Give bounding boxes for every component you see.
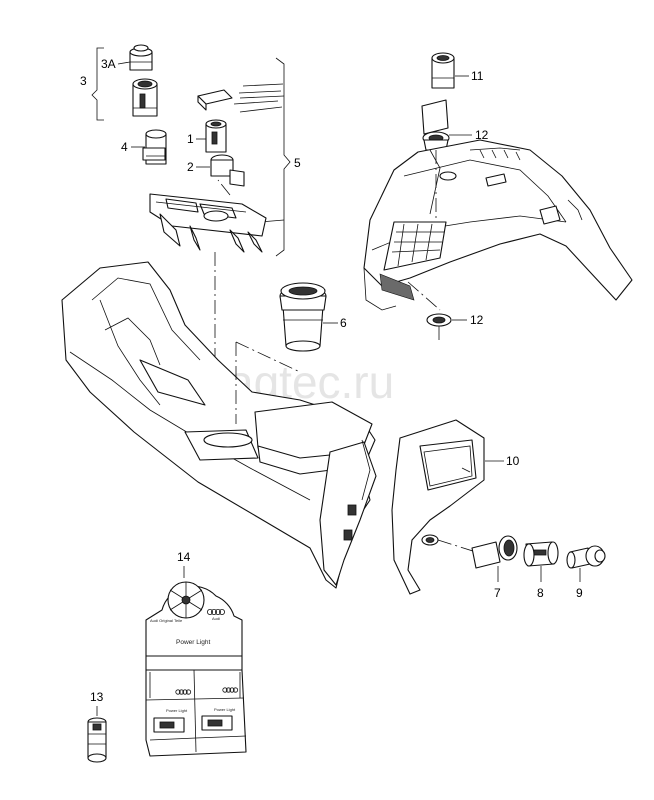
display-box-14-part: Audi Audi Original Teile Power Light Pow… bbox=[145, 581, 247, 757]
socket-12-lower-part bbox=[426, 313, 452, 340]
cover-plate-part bbox=[197, 83, 284, 113]
ashtray-6-part bbox=[279, 282, 327, 352]
brace-5 bbox=[275, 57, 291, 257]
audi-rings-icon bbox=[206, 609, 225, 616]
socket-12-upper-part bbox=[421, 99, 450, 151]
holder-4-part bbox=[142, 129, 167, 165]
callout-2: 2 bbox=[187, 160, 194, 174]
callout-1: 1 bbox=[187, 132, 194, 146]
socket-8-part bbox=[523, 541, 559, 567]
callout-6: 6 bbox=[340, 316, 347, 330]
bezel-assembly-part bbox=[149, 193, 267, 253]
plug-13-part bbox=[87, 717, 107, 763]
callout-5: 5 bbox=[294, 156, 301, 170]
callout-14: 14 bbox=[177, 550, 191, 564]
callout-4: 4 bbox=[121, 140, 128, 154]
callout-3: 3 bbox=[80, 74, 87, 88]
brace-3 bbox=[91, 47, 104, 121]
callout-12-lower: 12 bbox=[470, 313, 484, 327]
socket-11-part bbox=[431, 52, 455, 89]
package-original-parts: Audi Original Teile bbox=[150, 618, 183, 623]
cap-3a-part bbox=[129, 44, 153, 71]
callout-11: 11 bbox=[471, 69, 484, 83]
callout-13: 13 bbox=[90, 690, 104, 704]
connector-2-part bbox=[210, 154, 245, 187]
callout-9: 9 bbox=[576, 586, 583, 600]
socket-3-part bbox=[132, 78, 158, 117]
callout-8: 8 bbox=[537, 586, 544, 600]
callout-12-upper: 12 bbox=[475, 128, 489, 142]
callout-10: 10 bbox=[506, 454, 520, 468]
holder-7-part bbox=[471, 535, 518, 569]
center-console-part bbox=[61, 261, 377, 589]
package-product: Power Light bbox=[176, 639, 211, 646]
callout-3a: 3A bbox=[101, 57, 116, 71]
rear-panel-10-part bbox=[391, 419, 485, 595]
box-left-label: Power Light bbox=[166, 708, 188, 713]
package-brand: Audi bbox=[212, 616, 220, 621]
box-right-rings-icon bbox=[222, 687, 239, 693]
leader-3a bbox=[117, 61, 131, 65]
cap-9-part bbox=[566, 545, 606, 569]
box-right-label: Power Light bbox=[214, 707, 236, 712]
box-left-rings-icon bbox=[175, 689, 192, 695]
socket-1-part bbox=[205, 119, 227, 153]
callout-7: 7 bbox=[494, 586, 501, 600]
trunk-panel-part bbox=[363, 139, 633, 311]
